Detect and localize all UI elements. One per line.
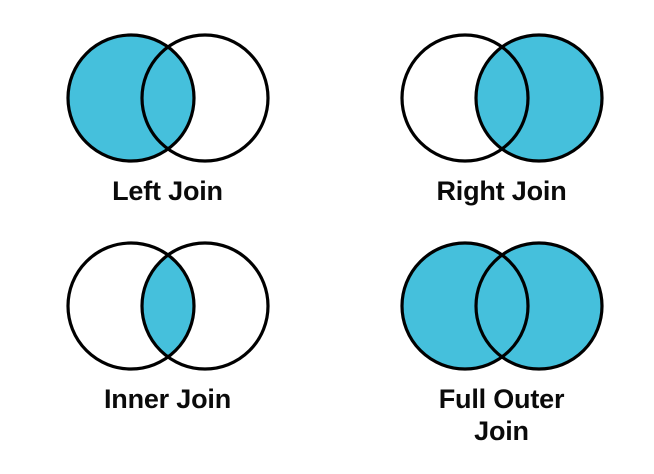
venn-full-outer-join (399, 241, 604, 371)
right-circle-outline (473, 241, 604, 371)
diagram-cell-left-join: Left Join (0, 0, 327, 214)
diagram-label-full-outer-join: Full Outer Join (438, 384, 565, 446)
diagram-cell-full-outer-join: Full Outer Join (327, 214, 654, 474)
right-circle-outline (139, 241, 270, 371)
diagram-label-inner-join: Inner Join (103, 384, 231, 414)
diagram-label-right-join: Right Join (436, 176, 567, 206)
left-circle-outline (65, 33, 196, 163)
left-circle-fill (67, 35, 194, 161)
intersection-fill (141, 243, 194, 369)
diagram-cell-right-join: Right Join (327, 0, 654, 214)
left-circle-outline (65, 241, 196, 371)
venn-left-join (65, 33, 270, 163)
left-circle-outline (399, 33, 530, 163)
venn-inner-join (65, 241, 270, 371)
right-circle-fill (475, 243, 602, 369)
diagram-cell-inner-join: Inner Join (0, 214, 327, 474)
right-circle-outline (473, 33, 604, 163)
right-circle-outline (139, 33, 270, 163)
right-circle-fill (475, 35, 602, 161)
diagram-label-left-join: Left Join (112, 176, 223, 206)
left-circle-outline (399, 241, 530, 371)
venn-right-join (399, 33, 604, 163)
